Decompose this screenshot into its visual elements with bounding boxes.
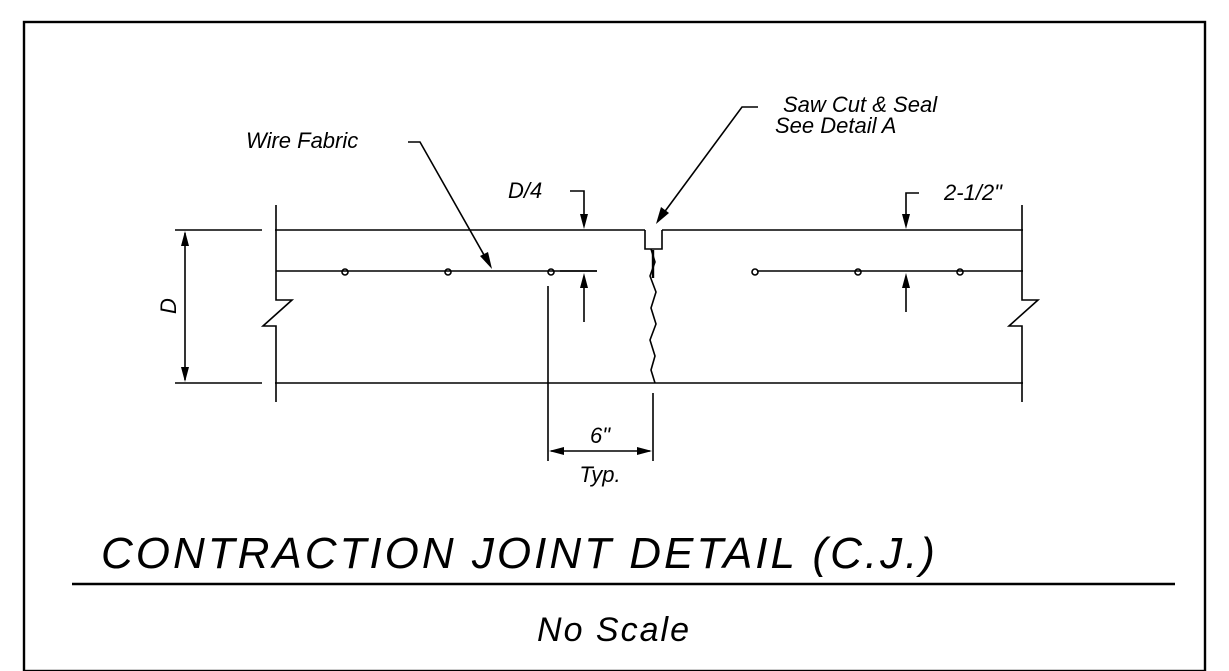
wire-dot (547, 268, 555, 276)
quarter-depth-leader (570, 190, 585, 214)
quarter-depth-label: D/4 (508, 178, 542, 203)
spacing-arrow-left (549, 447, 564, 455)
wire-dot (751, 268, 759, 276)
wire-fabric-leader (408, 141, 489, 263)
wire-fabric-label: Wire Fabric (246, 128, 358, 153)
saw-cut-label-line1: Saw Cut & Seal (783, 92, 938, 117)
saw-cut-label-line2: See Detail A (775, 113, 896, 138)
depth-arrow-top (181, 231, 189, 246)
drawing-border (22, 20, 1207, 671)
wire-fabric-arrow (480, 252, 492, 269)
wire-dot (854, 268, 862, 276)
depth-label: D (156, 298, 181, 314)
spacing-arrow-right (637, 447, 652, 455)
left-break-line (260, 205, 295, 402)
quarter-depth-arrow-top (580, 214, 588, 229)
depth-arrow-bottom (181, 367, 189, 382)
saw-cut-leader (662, 106, 758, 215)
quarter-depth-arrow-bottom (580, 273, 588, 288)
right-break-line (1006, 205, 1041, 402)
saw-cut-arrow (656, 207, 669, 224)
top-cover-arrow-top (902, 214, 910, 229)
top-cover-label: 2-1/2" (943, 180, 1003, 205)
wire-dot (956, 268, 964, 276)
typical-label: Typ. (579, 462, 620, 487)
top-cover-leader (905, 192, 919, 214)
spacing-label: 6" (590, 423, 611, 448)
top-cover-arrow-bottom (902, 273, 910, 288)
wire-dot (444, 268, 452, 276)
saw-cut-notch (644, 230, 663, 250)
wire-dot (341, 268, 349, 276)
drawing-title: CONTRACTION JOINT DETAIL (C.J.) (101, 529, 938, 578)
scale-note: No Scale (537, 611, 691, 649)
